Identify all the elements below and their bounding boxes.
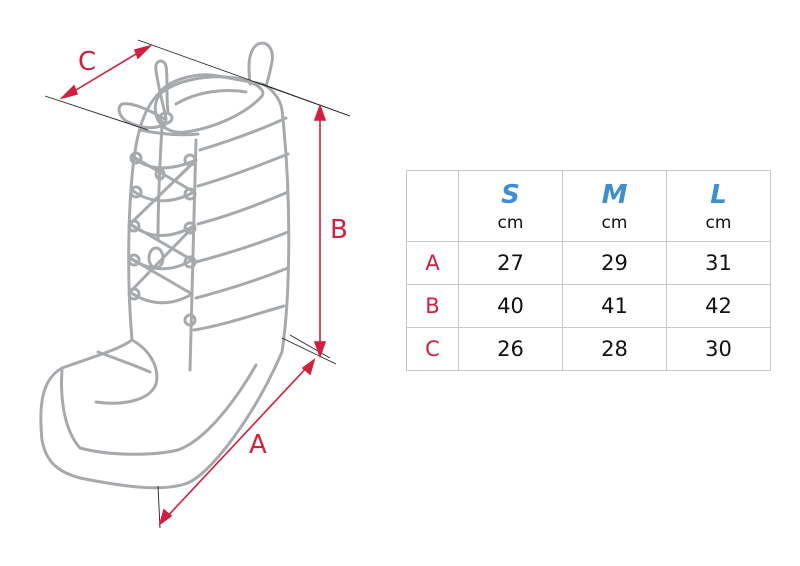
table-row: C 26 28 30: [406, 327, 771, 371]
table-row: B 40 41 42: [406, 284, 771, 328]
table-header-row: S cm M cm L cm: [406, 170, 771, 242]
dimension-c-label: C: [78, 47, 96, 77]
dimension-guides: [44, 39, 351, 529]
table-cell: 31: [666, 241, 771, 285]
table-cell: 29: [562, 241, 667, 285]
size-label: M: [601, 180, 628, 210]
dimension-arrows: [59, 44, 327, 527]
table-cell: 27: [458, 241, 563, 285]
table-cell: 41: [562, 284, 667, 328]
dimension-a-arrow: [163, 363, 311, 521]
unit-label: cm: [601, 213, 628, 233]
row-label: B: [406, 284, 459, 328]
cord-toggle: [147, 246, 165, 270]
boot-illustration: [39, 41, 291, 490]
pull-tab: [247, 41, 274, 88]
boot-toe: [60, 363, 258, 456]
table-row: A 27 29 31: [406, 241, 771, 285]
dimension-b-label: B: [330, 215, 348, 245]
size-table: S cm M cm L cm A 27 29 31 B 40 41 42 C 2…: [406, 170, 771, 371]
size-column-s: S cm: [458, 170, 563, 242]
table-cell: 26: [458, 327, 563, 371]
drawcord: [154, 59, 170, 120]
dimension-c-arrow: [65, 47, 147, 97]
row-label: C: [406, 327, 459, 371]
unit-label: cm: [497, 213, 524, 233]
size-column-m: M cm: [562, 170, 667, 242]
size-label: S: [501, 180, 520, 210]
table-cell: 40: [458, 284, 563, 328]
table-cell: 30: [666, 327, 771, 371]
row-label: A: [406, 241, 459, 285]
table-cell: 28: [562, 327, 667, 371]
size-column-l: L cm: [666, 170, 771, 242]
table-cell: 42: [666, 284, 771, 328]
dimension-a-label: A: [249, 430, 267, 460]
unit-label: cm: [705, 213, 732, 233]
size-label: L: [710, 180, 727, 210]
table-corner-cell: [406, 170, 459, 242]
boot-collar: [153, 75, 265, 134]
